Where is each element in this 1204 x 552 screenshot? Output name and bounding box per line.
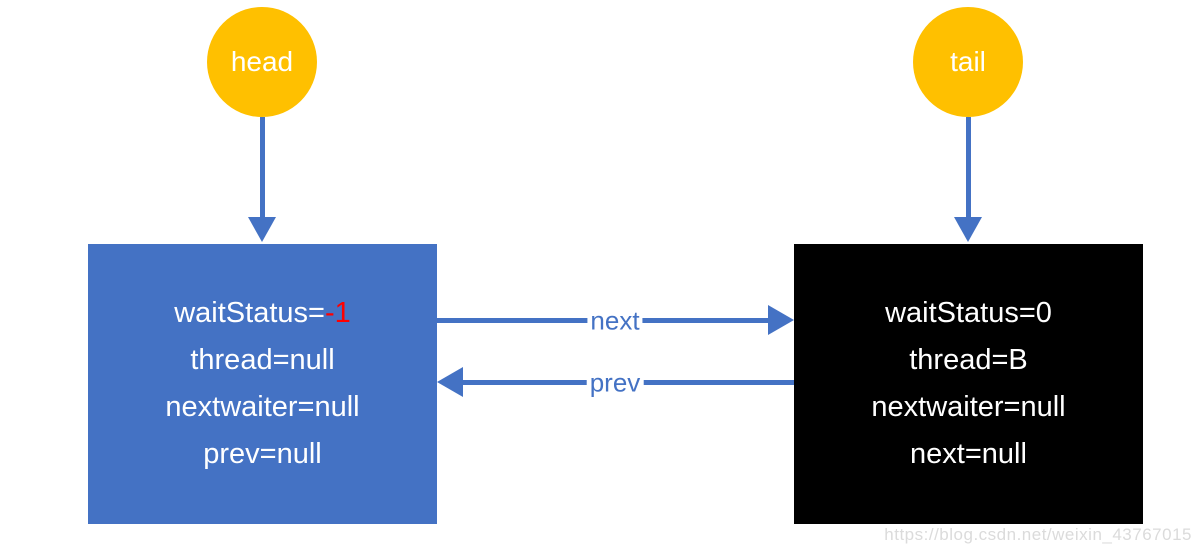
head-pointer-circle: head [207,7,317,117]
tail-pointer-circle: tail [913,7,1023,117]
tail-node-box: waitStatus=0 thread=B nextwaiter=null ne… [794,244,1143,524]
field-nextwaiter: nextwaiter=null [165,391,360,423]
head-node-box: waitStatus=-1 thread=null nextwaiter=nul… [88,244,437,524]
field-next: next=null [910,438,1027,470]
next-arrowhead-right-icon [768,305,794,335]
field-thread: thread=null [190,344,335,376]
field-thread: thread=B [909,344,1028,376]
field-waitstatus: waitStatus=-1 [88,290,437,337]
watermark-url: https://blog.csdn.net/weixin_43767015 [884,525,1192,544]
prev-arrowhead-left-icon [437,367,463,397]
field-nextwaiter: nextwaiter=null [871,391,1066,423]
field-waitstatus: waitStatus=0 [885,297,1052,329]
field-prev: prev=null [203,438,322,470]
head-arrow-line [260,117,265,219]
next-edge-label: next [587,305,643,337]
tail-arrow-line [966,117,971,219]
field-waitstatus-text: waitStatus= [174,297,325,329]
tail-pointer-label: tail [950,46,986,77]
head-pointer-label: head [230,46,294,77]
prev-edge-label: prev [586,367,644,399]
field-waitstatus-value: -1 [324,297,351,329]
tail-arrowhead-down-icon [954,217,982,242]
head-arrowhead-down-icon [248,217,276,242]
